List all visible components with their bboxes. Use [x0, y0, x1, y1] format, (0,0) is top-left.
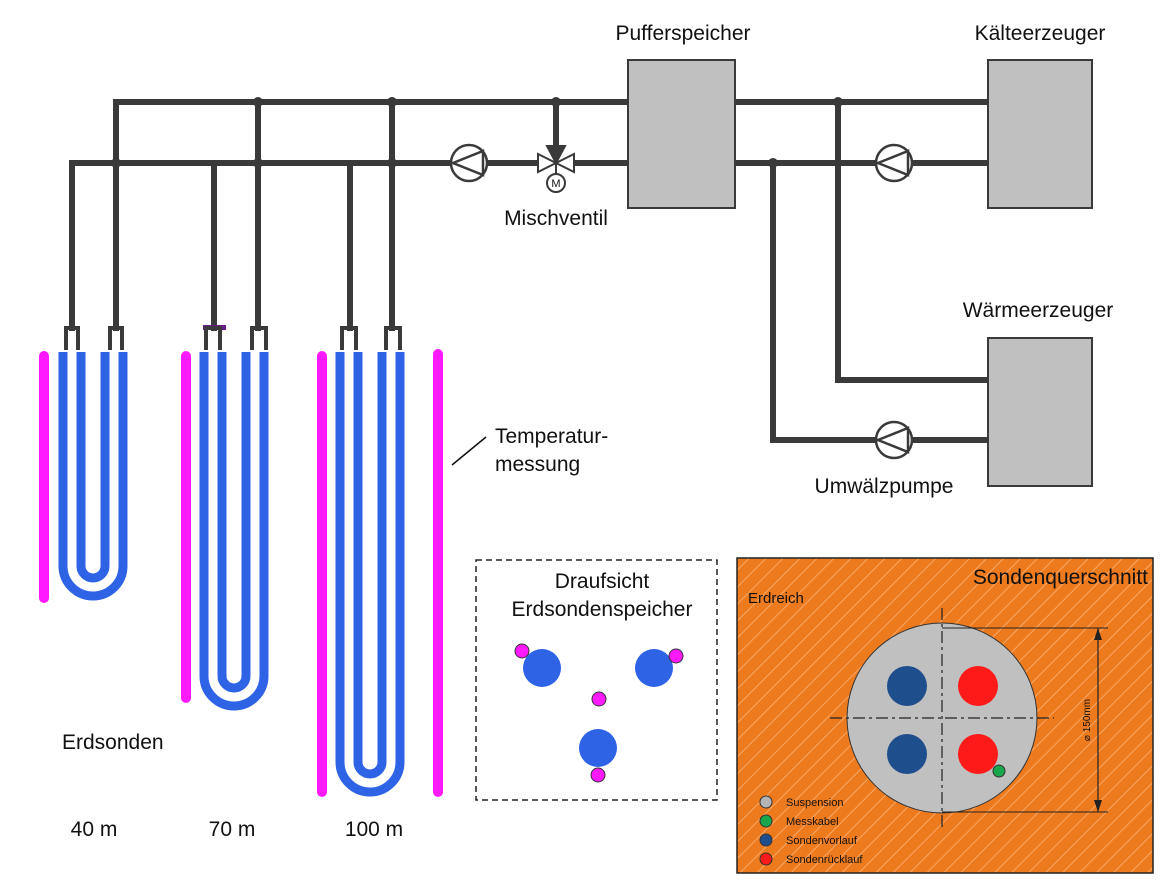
legend-item-label: Sondenrücklauf	[786, 854, 863, 866]
kaelteerzeuger-label: Kälteerzeuger	[975, 22, 1106, 45]
temperature-leader-line	[451, 436, 487, 466]
legend-item-label: Suspension	[786, 797, 844, 809]
probe-40m	[39, 326, 128, 603]
querschnitt-panel	[736, 557, 1154, 874]
querschnitt-title: Sondenquerschnitt	[973, 566, 1148, 589]
draufsicht-panel	[475, 559, 718, 801]
temperatur-label-2: messung	[495, 453, 580, 476]
querschnitt-legend	[759, 795, 773, 866]
pump-icon	[449, 143, 489, 183]
pump-icon	[874, 143, 914, 183]
motor-label: M	[551, 178, 560, 190]
mixing-valve-icon	[537, 145, 575, 193]
depth-label: 40 m	[71, 818, 118, 841]
depth-label: 100 m	[345, 818, 403, 841]
waermeerzeuger-label: Wärmeerzeuger	[963, 299, 1114, 322]
erdsonden-label: Erdsonden	[62, 731, 164, 754]
kaelteerzeuger-unit	[987, 59, 1093, 209]
pump-icon	[874, 420, 914, 460]
erdreich-label: Erdreich	[748, 590, 804, 607]
dimension-label: ⌀ 150mm	[1082, 699, 1093, 741]
pufferspeicher-label: Pufferspeicher	[615, 22, 750, 45]
probe-100m	[317, 326, 443, 797]
umwaelzpumpe-label: Umwälzpumpe	[815, 475, 954, 498]
waermeerzeuger-unit	[987, 337, 1093, 487]
draufsicht-title-1: Draufsicht	[555, 570, 650, 593]
pipe-network	[69, 97, 991, 443]
pufferspeicher-tank	[627, 59, 736, 209]
draufsicht-title-2: Erdsondenspeicher	[512, 598, 693, 621]
legend-item-label: Messkabel	[786, 816, 839, 828]
probe-70m	[181, 325, 269, 711]
mischventil-label: Mischventil	[504, 207, 608, 230]
depth-label: 70 m	[209, 818, 256, 841]
legend-item-label: Sondenvorlauf	[786, 835, 858, 847]
temperatur-label-1: Temperatur-	[495, 425, 608, 448]
